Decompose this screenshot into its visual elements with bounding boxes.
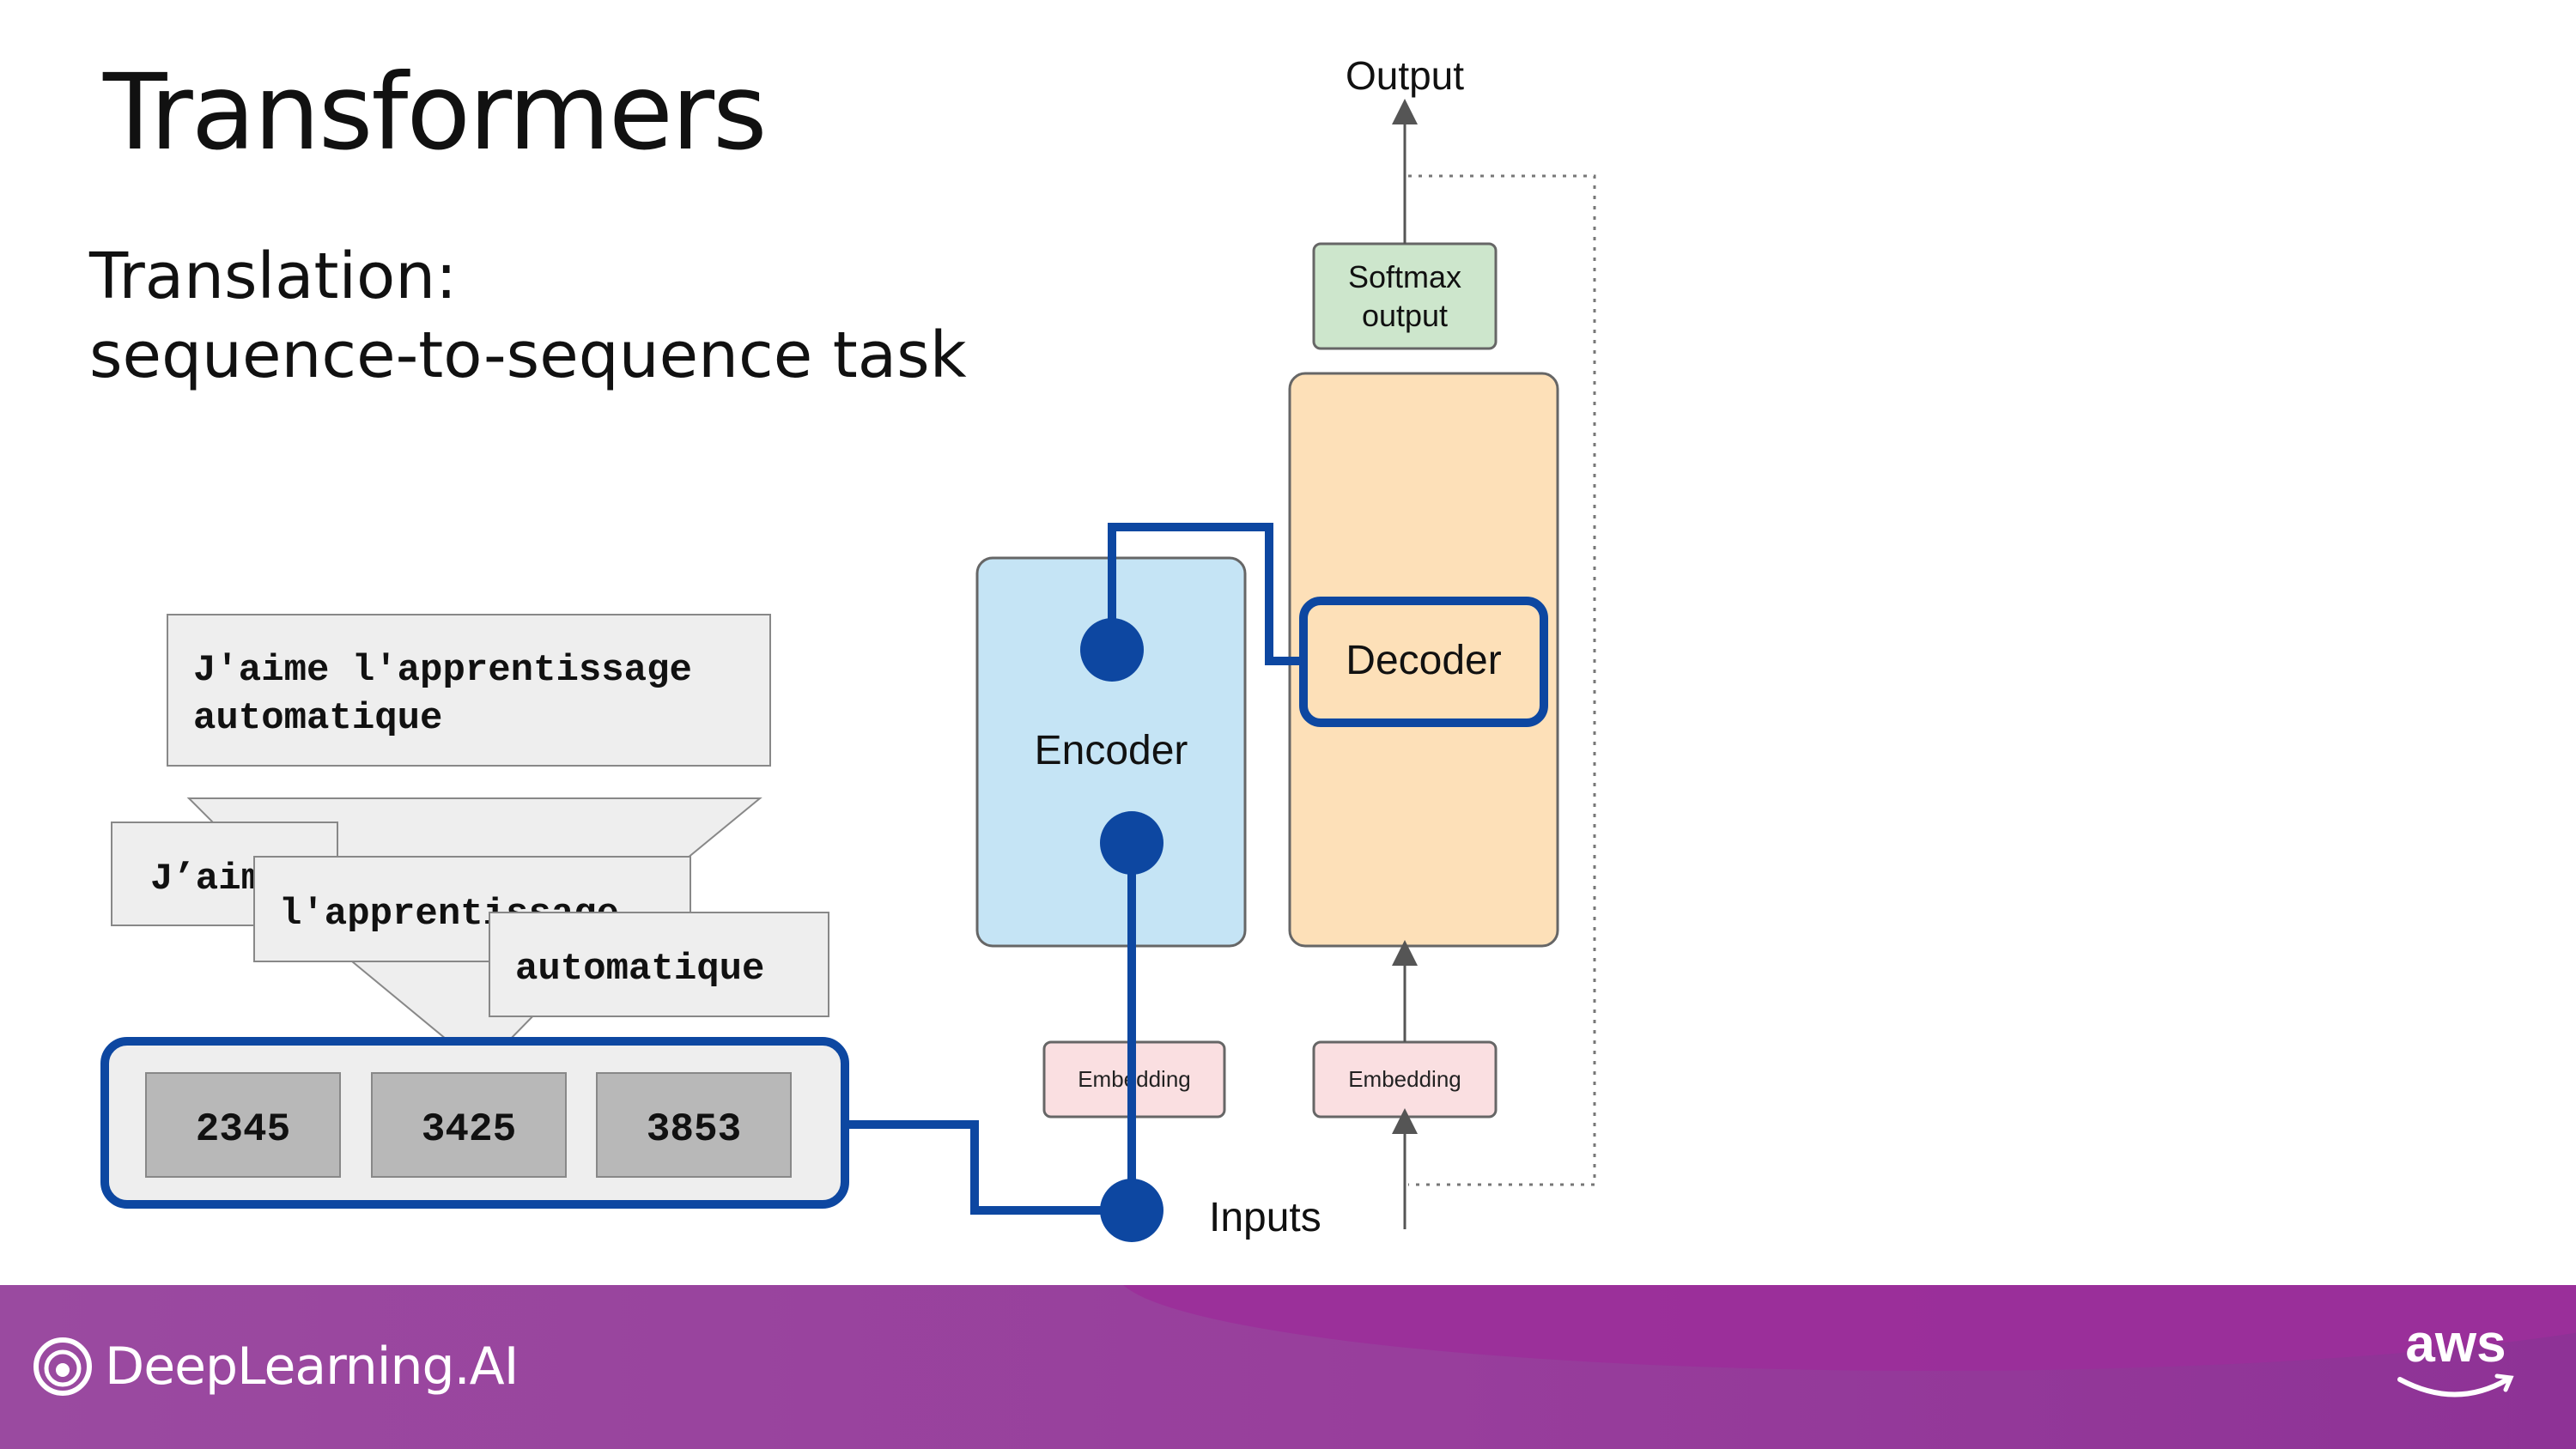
softmax-block: Softmax output: [1312, 242, 1498, 350]
inputs-label: Inputs: [1209, 1195, 1321, 1240]
encoder-to-decoder-path: [1108, 523, 1303, 665]
decoder-label: Decoder: [1346, 638, 1501, 683]
footer-wave: [1116, 1285, 2576, 1371]
aws-text: aws: [2405, 1314, 2506, 1373]
brand-name: DeepLearning.AI: [105, 1337, 519, 1397]
encoder-output-dot: [1080, 618, 1144, 682]
input-dot: [1100, 1179, 1163, 1242]
encoder-block: Encoder: [975, 556, 1247, 948]
subtitle-line-1: Translation:: [89, 239, 458, 313]
sentence-box: J'aime l'apprentissage automatique: [167, 614, 771, 767]
output-label: Output: [1346, 53, 1464, 98]
token-id-3: 3853: [647, 1107, 741, 1152]
decoder-embedding-label: Embedding: [1348, 1066, 1461, 1092]
aws-smile-icon: [2397, 1373, 2514, 1397]
softmax-label-line-2: output: [1362, 298, 1448, 333]
deeplearning-logo-icon: [33, 1337, 92, 1396]
token-label-3: automatique: [515, 948, 764, 991]
highlight-flow: [845, 523, 1303, 1242]
token-card-3: automatique: [489, 912, 829, 1017]
decoder-block: Decoder: [1299, 597, 1548, 727]
token-id-2: 3425: [422, 1107, 516, 1152]
slide-subtitle: Translation: sequence-to-sequence task: [89, 237, 967, 395]
deeplearning-ai-logo: DeepLearning.AI: [33, 1337, 519, 1397]
subtitle-line-2: sequence-to-sequence task: [89, 318, 967, 392]
feedback-loop-line: [1408, 174, 1596, 1186]
encoder-input-dot: [1100, 811, 1163, 875]
decoder-embedding-block: Embedding: [1312, 1040, 1498, 1119]
aws-logo: aws: [2396, 1318, 2516, 1410]
footer-bar: DeepLearning.AI aws: [0, 1285, 2576, 1449]
token-to-input-path: [845, 1120, 1132, 1215]
token-id-1: 2345: [196, 1107, 290, 1152]
sentence-line-1: J'aime l'apprentissage: [193, 649, 692, 692]
token-id-container: 2345 3425 3853: [100, 1037, 849, 1209]
sentence-line-2: automatique: [193, 697, 442, 740]
slide-title: Transformers: [103, 52, 768, 173]
encoder-label: Encoder: [1035, 728, 1188, 773]
softmax-label-line-1: Softmax: [1348, 259, 1461, 294]
